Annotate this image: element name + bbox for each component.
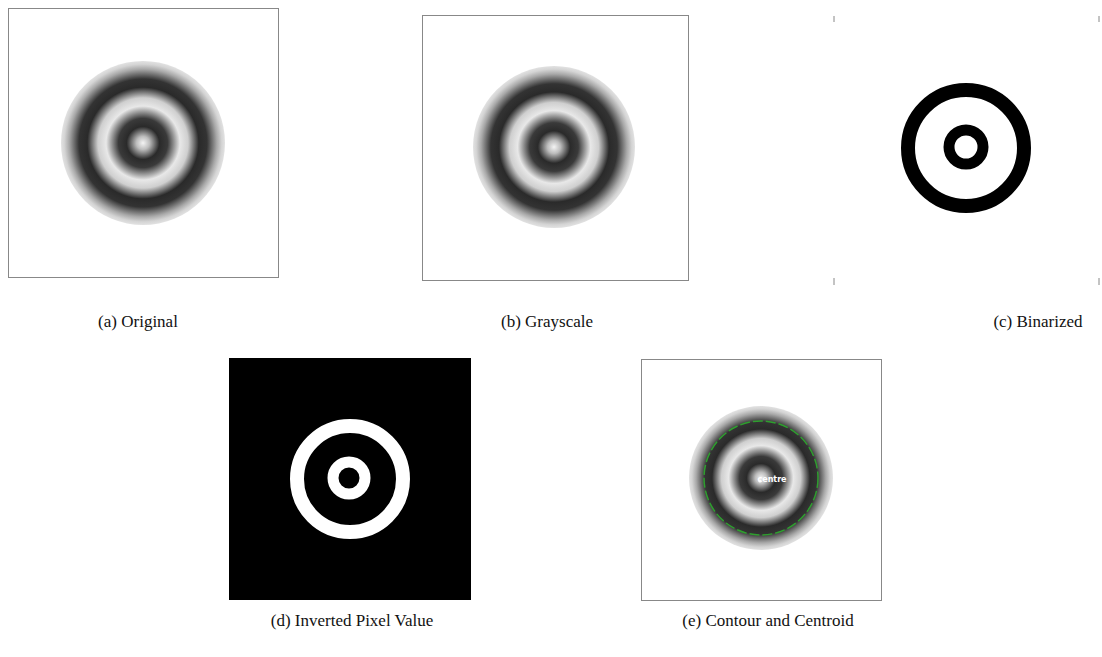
contour-line	[704, 421, 818, 535]
inverted-rings	[297, 426, 403, 532]
panel-caption: (b) Grayscale	[501, 312, 593, 332]
inverted-image	[229, 358, 471, 600]
panel-caption: (d) Inverted Pixel Value	[271, 611, 434, 631]
panel-caption: (a) Original	[98, 312, 178, 332]
corner-marks	[834, 16, 1099, 285]
panel-caption: (e) Contour and Centroid	[682, 611, 853, 631]
centroid-label: centre	[757, 475, 786, 484]
ring-image	[689, 406, 833, 550]
panel-frame	[423, 16, 689, 281]
panel-frame	[642, 360, 882, 601]
panel-caption: (c) Binarized	[993, 312, 1082, 332]
ring-image	[61, 61, 225, 225]
ring-image	[473, 66, 635, 228]
binarized-rings	[908, 90, 1024, 206]
panel-frame	[9, 9, 279, 278]
